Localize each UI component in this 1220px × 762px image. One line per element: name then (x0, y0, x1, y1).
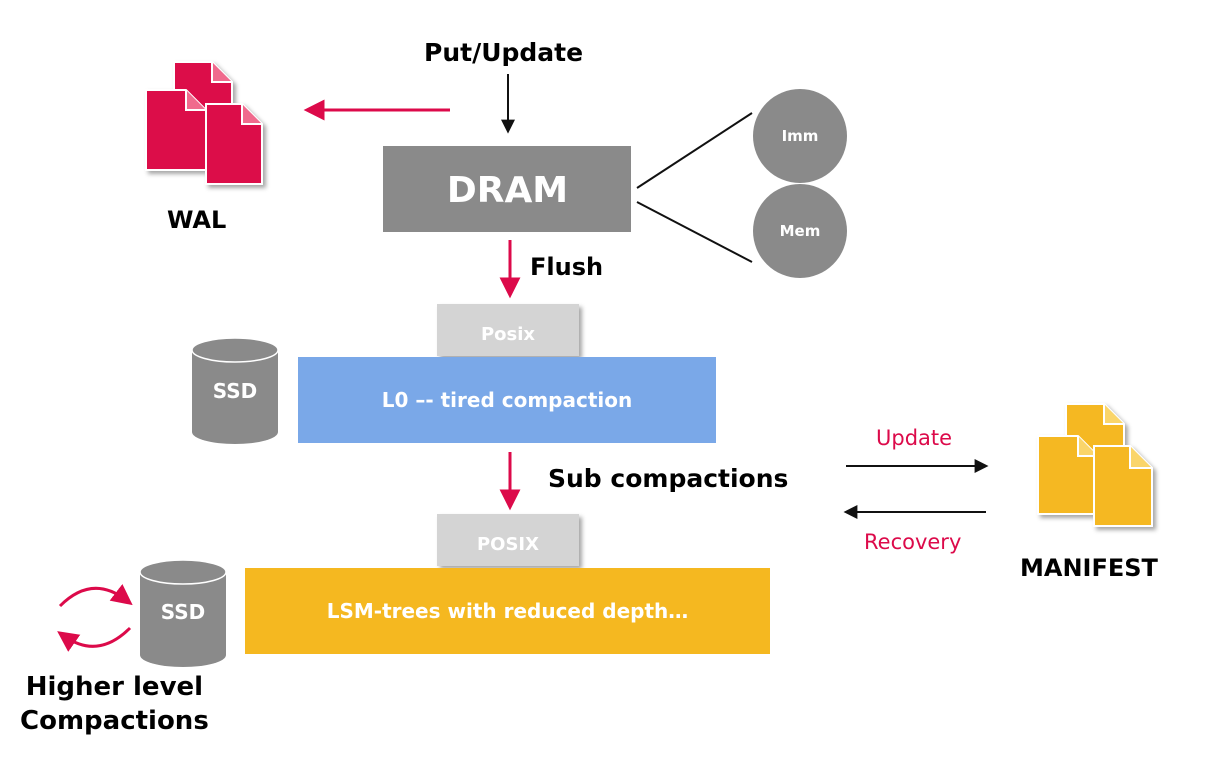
l0-level-box (298, 357, 716, 443)
manifest-label: MANIFEST (1020, 554, 1158, 582)
ssd-bottom-cylinder-icon (139, 559, 227, 667)
lsm-trees-label: LSM-trees with reduced depth… (326, 599, 689, 623)
posix-top-box (437, 304, 579, 356)
compaction-cycle-arrows-icon (57, 584, 133, 652)
posix-bottom-label: POSIX (476, 534, 540, 555)
put-update-label: Put/Update (424, 38, 584, 67)
dram-imm-connector (636, 112, 753, 189)
posix-top-label: Posix (480, 324, 536, 345)
wal-label: WAL (167, 206, 227, 234)
ssd-top-label: SSD (212, 379, 258, 403)
imm-label: Imm (781, 127, 819, 145)
mem-label: Mem (779, 222, 821, 240)
dram-mem-connector (636, 201, 753, 263)
ssd-top-cylinder-icon (191, 337, 279, 444)
posix-bottom-box (437, 514, 579, 566)
update-label: Update (876, 426, 953, 450)
higher-level-compactions-label: Higher level Compactions (20, 672, 209, 736)
recovery-label: Recovery (864, 530, 962, 554)
ssd-bottom-label: SSD (160, 600, 206, 624)
manifest-document-stack-icon (1037, 403, 1153, 527)
l0-label: L0 –- tired compaction (381, 388, 633, 412)
sub-compactions-label: Sub compactions (548, 464, 789, 493)
wal-document-stack-icon (145, 61, 263, 185)
flush-label: Flush (530, 253, 604, 281)
lsm-trees-box (245, 568, 770, 654)
dram-label: DRAM (446, 170, 569, 211)
imm-memtable-circle (753, 89, 847, 183)
dram-box (383, 146, 631, 232)
mem-memtable-circle (753, 184, 847, 278)
